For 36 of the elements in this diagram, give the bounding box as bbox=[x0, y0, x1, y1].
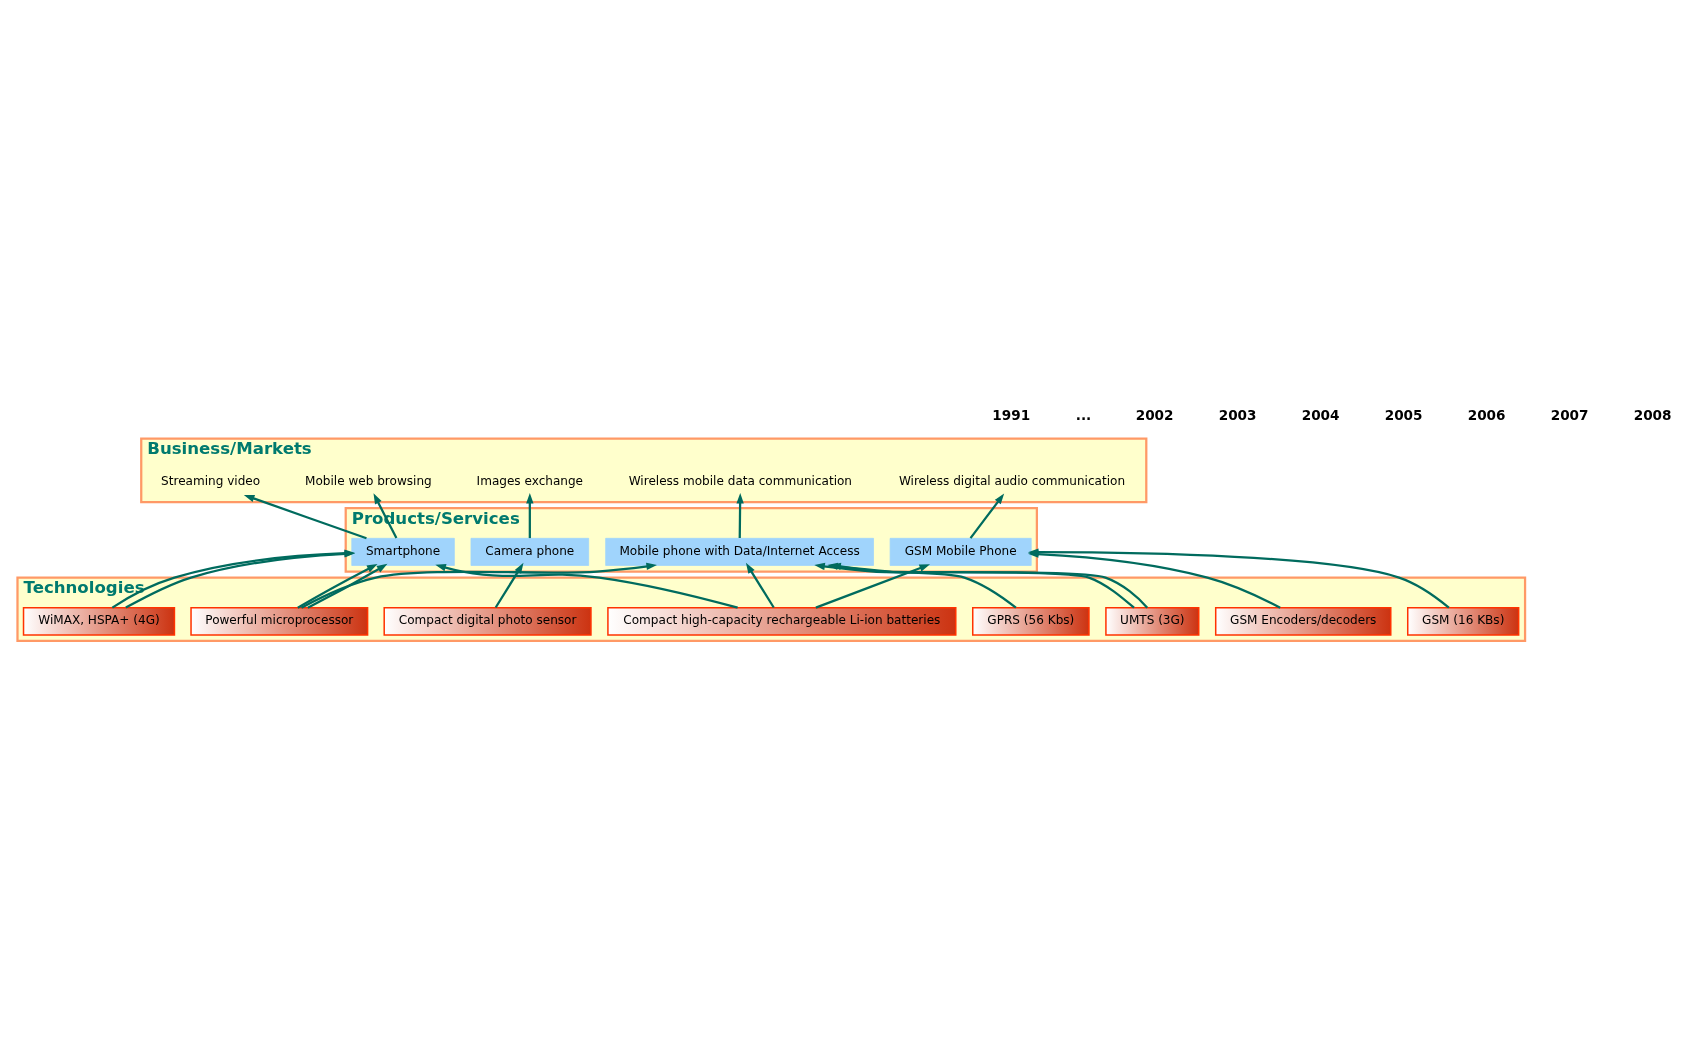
node-box: UMTS (3G) bbox=[1105, 606, 1200, 636]
arrow bbox=[969, 493, 1005, 539]
arrow bbox=[435, 563, 738, 609]
label: 2007 bbox=[1550, 406, 1589, 423]
node-box: Compact digital photo sensor bbox=[383, 606, 592, 636]
node-text: Wireless mobile data communication bbox=[628, 473, 853, 488]
label: 2005 bbox=[1384, 406, 1423, 423]
node-text: Images exchange bbox=[476, 473, 584, 488]
node-box: GSM Mobile Phone bbox=[889, 537, 1032, 566]
node-text: Streaming video bbox=[161, 473, 261, 488]
arrow bbox=[300, 562, 657, 609]
arrow bbox=[297, 563, 378, 609]
label: 2006 bbox=[1467, 406, 1506, 423]
arrow bbox=[736, 492, 744, 538]
label: ... bbox=[1075, 406, 1092, 423]
node-box: Smartphone bbox=[351, 537, 455, 566]
node-box: WiMAX, HSPA+ (4G) bbox=[22, 606, 176, 636]
node-text: Mobile web browsing bbox=[305, 473, 432, 488]
arrow bbox=[494, 562, 524, 608]
node-box: Powerful microprocessor bbox=[190, 606, 369, 636]
arrow bbox=[307, 563, 388, 609]
label: 2002 bbox=[1135, 406, 1174, 423]
arrow bbox=[526, 492, 534, 538]
arrow bbox=[745, 562, 775, 608]
label: 2008 bbox=[1633, 406, 1672, 423]
node-box: Compact high-capacity rechargeable Li-ion batteries bbox=[607, 606, 957, 636]
node-box: GPRS (56 Kbs) bbox=[972, 606, 1090, 636]
label: 2004 bbox=[1301, 406, 1340, 423]
arrow bbox=[243, 494, 367, 539]
node-box: GSM Encoders/decoders bbox=[1214, 606, 1392, 636]
node-box: Mobile phone with Data/Internet Access bbox=[605, 537, 874, 566]
node-box: Camera phone bbox=[470, 537, 590, 566]
label: 1991 bbox=[992, 406, 1031, 423]
node-text: Wireless digital audio communication bbox=[898, 473, 1126, 488]
node-box: GSM (16 KBs) bbox=[1407, 606, 1520, 636]
label: 2003 bbox=[1218, 406, 1257, 423]
